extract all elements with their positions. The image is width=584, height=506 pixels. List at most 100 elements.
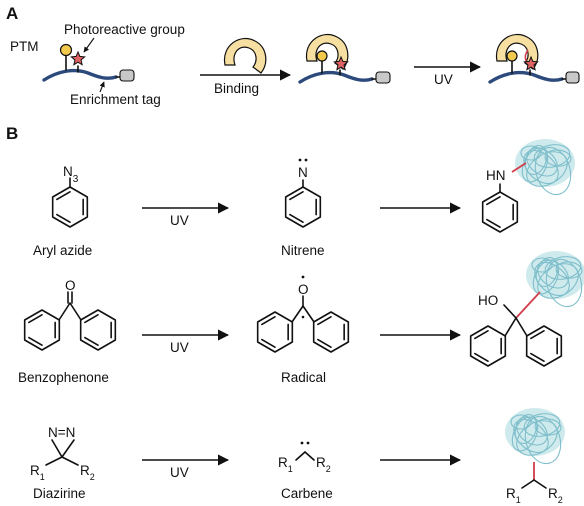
ring-double-bond bbox=[84, 336, 99, 346]
panel-a: A PTM Photoreactive group Enrichment tag… bbox=[6, 4, 580, 107]
product-r2: R2 bbox=[548, 486, 563, 505]
ring-double-bond bbox=[289, 191, 304, 201]
radical-dot bbox=[301, 315, 305, 319]
ptm-circle bbox=[59, 43, 73, 57]
uv-label-a: UV bbox=[434, 72, 453, 87]
carbene-r1: R1 bbox=[278, 455, 293, 474]
cloud-scribble bbox=[513, 418, 549, 454]
ring-double-bond bbox=[261, 316, 276, 326]
ring-bonds bbox=[469, 325, 507, 367]
benzene-ring-right bbox=[79, 309, 117, 351]
probe-construct-2 bbox=[298, 33, 391, 84]
photoreactive-star-bound bbox=[333, 55, 349, 71]
radical-oxygen: O bbox=[298, 282, 309, 297]
panel-b: B N3 Aryl azide UV N Nitrene HN bbox=[6, 124, 584, 505]
ring-bonds bbox=[525, 325, 563, 367]
carbene-r2: R2 bbox=[316, 455, 331, 474]
binding-protein bbox=[223, 37, 267, 74]
ring-bonds bbox=[312, 311, 350, 353]
cloud-scribble bbox=[524, 415, 562, 465]
photoreactive-pointer bbox=[83, 37, 95, 53]
protein-cloud bbox=[515, 139, 575, 196]
uv-label-row2: UV bbox=[170, 340, 189, 355]
diazirine-label: Diazirine bbox=[33, 486, 86, 501]
probe-construct-3 bbox=[488, 33, 580, 84]
photoreactive-group-label: Photoreactive group bbox=[64, 22, 185, 37]
product-r1: R1 bbox=[506, 486, 521, 505]
binding-label: Binding bbox=[214, 81, 259, 96]
ring-bonds bbox=[256, 311, 294, 353]
product-ring bbox=[481, 191, 519, 233]
hydroxyl-group: HO bbox=[478, 293, 498, 308]
cloud-scribble bbox=[520, 145, 542, 161]
cloud-scribble bbox=[521, 147, 549, 183]
ring-bonds bbox=[481, 191, 519, 233]
cloud-scribble bbox=[533, 144, 571, 168]
carbene-dot bbox=[300, 441, 304, 445]
r1-group: R1 bbox=[30, 463, 45, 482]
row-aryl-azide: N3 Aryl azide UV N Nitrene HN bbox=[33, 139, 575, 258]
carbonyl-oxygen: O bbox=[65, 278, 76, 293]
enrichment-tag-pointer bbox=[99, 81, 105, 93]
enrichment-tag-label: Enrichment tag bbox=[70, 92, 161, 107]
protein-cloud bbox=[526, 251, 584, 308]
lone-pair-dot bbox=[298, 158, 302, 162]
photoreactive-star bbox=[70, 50, 86, 66]
row-benzophenone: O Benzophenone UV O Radical HO bbox=[18, 251, 584, 385]
ring-double-bond bbox=[28, 314, 43, 324]
azide-group: N3 bbox=[63, 164, 79, 185]
ptm-label: PTM bbox=[10, 39, 39, 54]
carbene-label: Carbene bbox=[281, 486, 333, 501]
ring-bonds bbox=[51, 186, 89, 228]
ring-double-bond bbox=[474, 352, 489, 362]
radical-ring-right bbox=[312, 311, 350, 353]
cloud-scribble bbox=[534, 261, 570, 297]
r2-group: R2 bbox=[80, 463, 95, 482]
ring-double-bond bbox=[317, 316, 332, 326]
crosslink-bond-row1 bbox=[511, 162, 527, 173]
enrichment-tag bbox=[119, 69, 135, 82]
product-ring-right bbox=[525, 325, 563, 367]
ring-bonds bbox=[79, 309, 117, 351]
ring-double-bond bbox=[486, 218, 501, 228]
diazirine-nn: N=N bbox=[48, 425, 75, 440]
radical-label: Radical bbox=[281, 370, 326, 385]
ring-double-bond bbox=[56, 191, 71, 201]
row-diazirine: N=N R1 R2 Diazirine UV R1 R2 Carbene R1 … bbox=[30, 408, 565, 505]
uv-label-row1: UV bbox=[170, 213, 189, 228]
cloud-scribble bbox=[523, 413, 561, 437]
benzene-ring-left bbox=[23, 309, 61, 351]
uv-label-row3: UV bbox=[170, 465, 189, 480]
ring-double-bond bbox=[317, 338, 332, 348]
benzophenone-label: Benzophenone bbox=[18, 370, 109, 385]
lone-pair-dot bbox=[304, 158, 308, 162]
nitrene-ring bbox=[284, 186, 322, 228]
cloud-scribble bbox=[510, 414, 532, 430]
ring-bonds bbox=[284, 186, 322, 228]
ring-double-bond bbox=[530, 352, 545, 362]
ring-double-bond bbox=[261, 338, 276, 348]
panel-b-label: B bbox=[6, 124, 18, 143]
cloud-scribble bbox=[531, 257, 553, 273]
ring-double-bond bbox=[84, 314, 99, 324]
ptm-circle-bound bbox=[316, 50, 328, 62]
ring-double-bond bbox=[530, 330, 545, 340]
peptide-strand bbox=[42, 68, 118, 82]
crosslink-bond-a bbox=[524, 49, 529, 62]
ring-double-bond bbox=[56, 213, 71, 223]
radical-ring-left bbox=[256, 311, 294, 353]
ring-double-bond bbox=[474, 330, 489, 340]
product-ring-left bbox=[469, 325, 507, 367]
amine-group: HN bbox=[486, 168, 506, 183]
nitrene-label: Nitrene bbox=[281, 243, 325, 258]
enrichment-tag-bound bbox=[375, 71, 391, 84]
ring-bonds bbox=[23, 309, 61, 351]
crosslink-bond-row2 bbox=[515, 291, 541, 319]
cloud-scribble bbox=[523, 149, 559, 185]
nitrene-atom: N bbox=[298, 165, 308, 180]
aryl-azide-label: Aryl azide bbox=[33, 243, 92, 258]
cloud-scribble bbox=[545, 258, 583, 308]
probe-construct-1: PTM Photoreactive group Enrichment tag bbox=[10, 22, 185, 107]
carbene-dot bbox=[306, 441, 310, 445]
